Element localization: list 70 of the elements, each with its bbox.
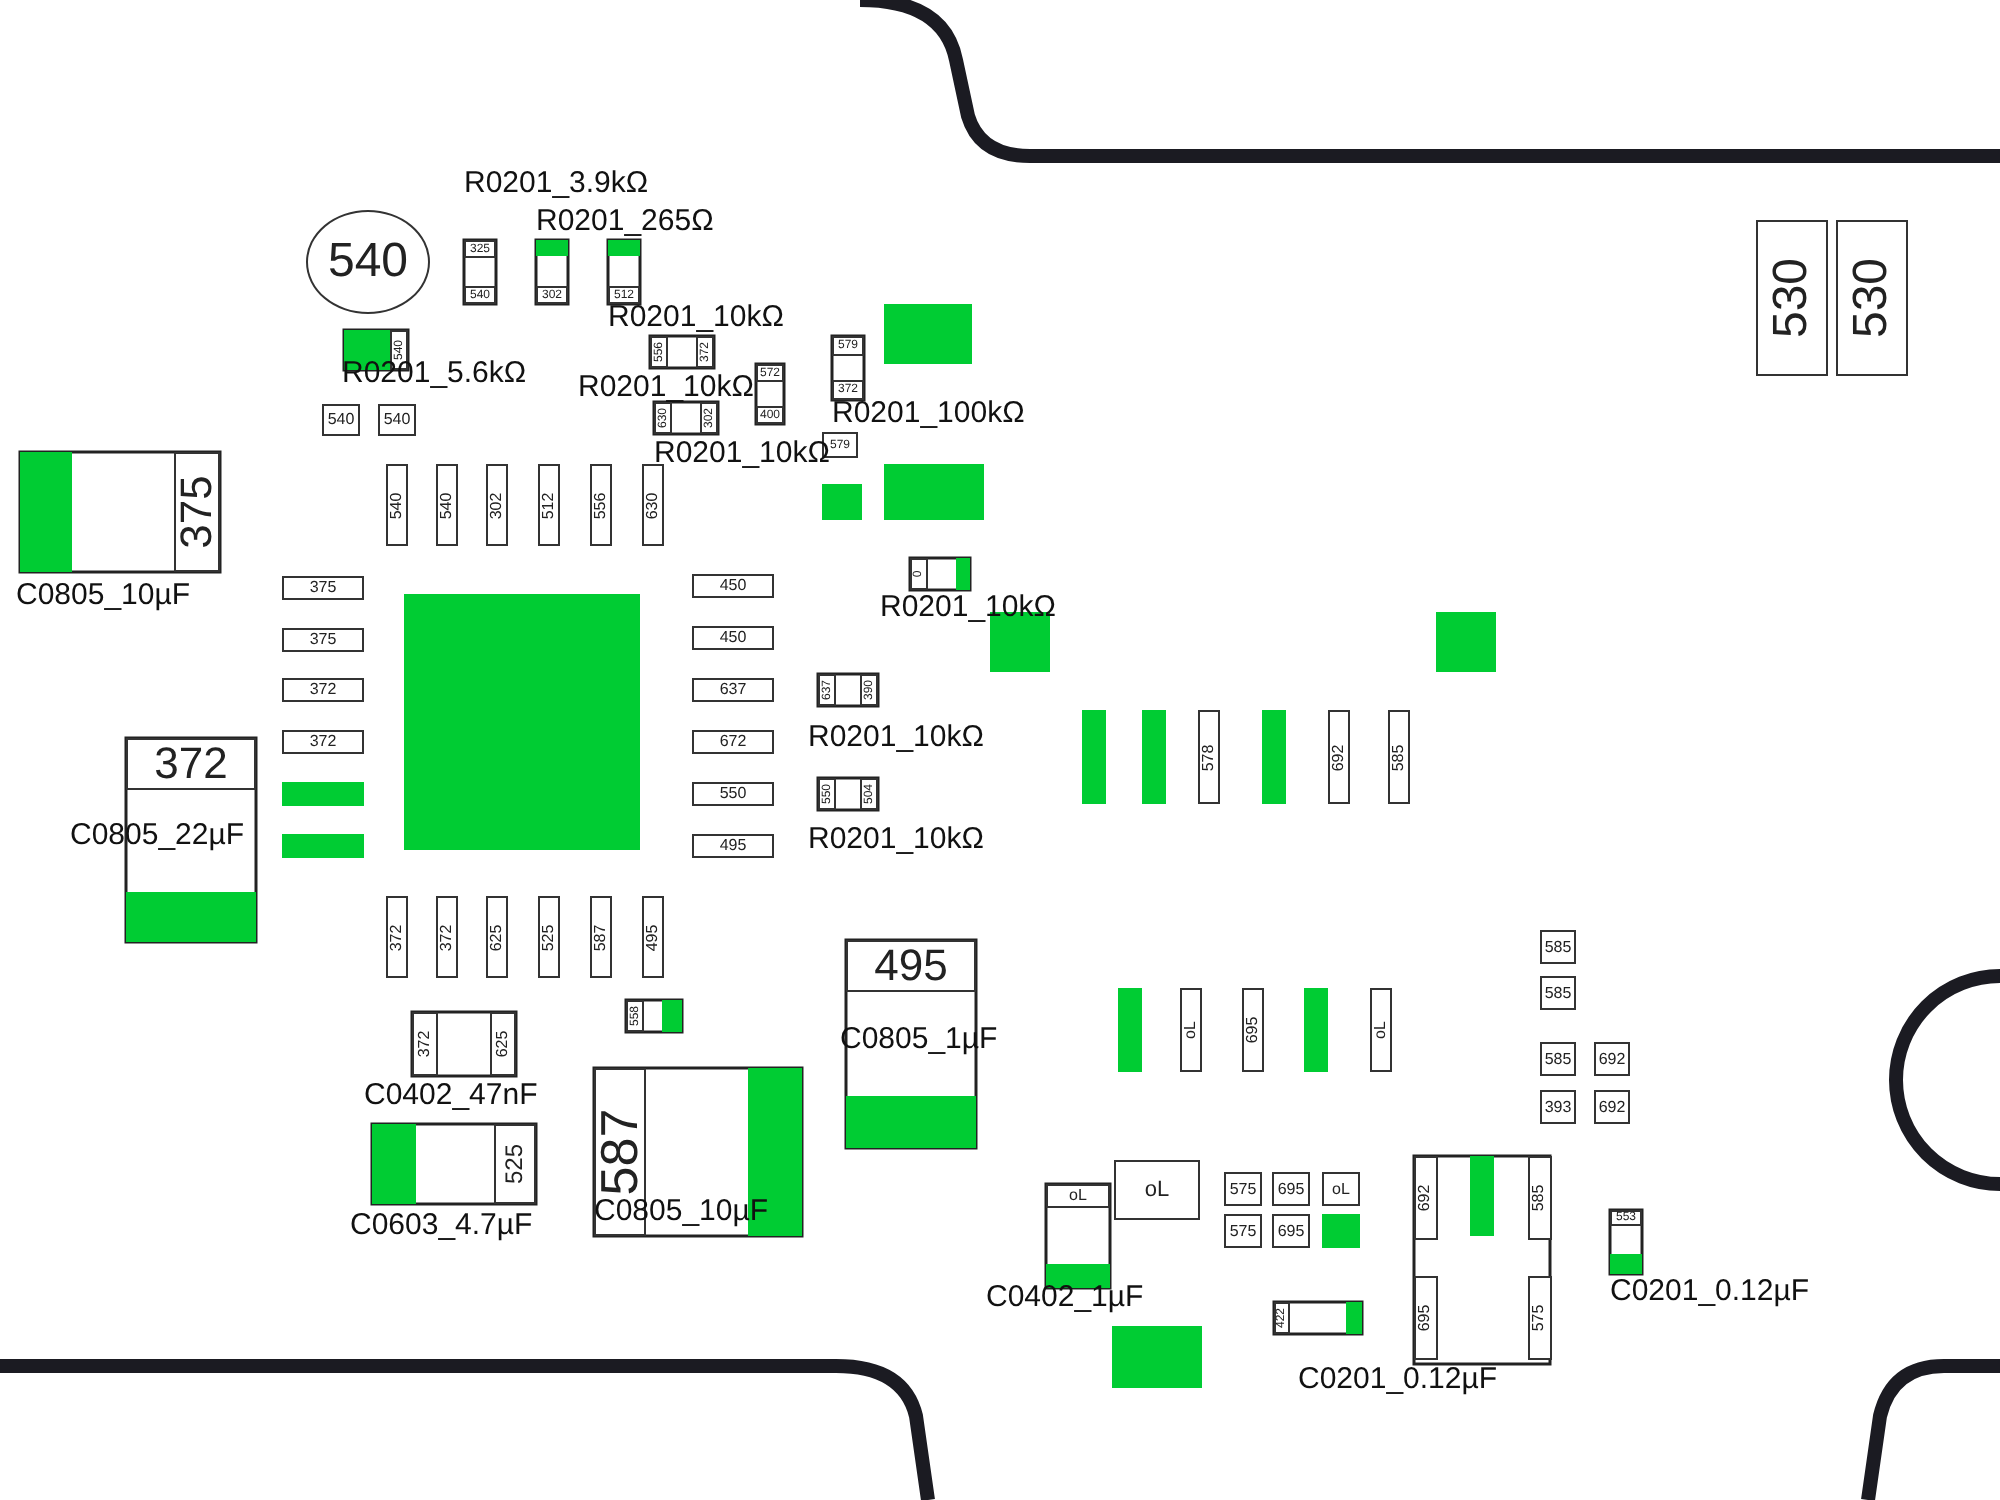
component-label: R0201_10kΩ bbox=[880, 592, 1056, 622]
component-pad: 495 bbox=[846, 940, 976, 992]
component-pad: 695 bbox=[1272, 1214, 1310, 1248]
component-pad: 695 bbox=[1272, 1172, 1310, 1206]
component-pad: 625 bbox=[486, 896, 508, 978]
component-pad: oL bbox=[1114, 1160, 1200, 1220]
component-pad: 393 bbox=[1540, 1090, 1576, 1124]
component-pad: 550 bbox=[692, 782, 774, 806]
component-pad: 375 bbox=[282, 628, 364, 652]
component-pad: 372 bbox=[282, 730, 364, 754]
component-pad: 637 bbox=[692, 678, 774, 702]
component-pad: 540 bbox=[386, 464, 408, 546]
component-pad: 372 bbox=[386, 896, 408, 978]
component-label: C0603_4.7µF bbox=[350, 1210, 533, 1240]
component-label: C0201_0.12µF bbox=[1298, 1364, 1498, 1394]
component-label: R0201_100kΩ bbox=[832, 398, 1025, 428]
component-pad: 585 bbox=[1540, 1042, 1576, 1076]
component-pad: 512 bbox=[538, 464, 560, 546]
component-pad: 302 bbox=[486, 464, 508, 546]
component-label: R0201_3.9kΩ bbox=[464, 168, 649, 198]
component-pad: 575 bbox=[1224, 1214, 1262, 1248]
component-pad: 692 bbox=[1594, 1042, 1630, 1076]
component-pad: 587 bbox=[590, 896, 612, 978]
component-pad: 540 bbox=[378, 404, 416, 436]
component-pad: oL bbox=[1370, 988, 1392, 1072]
component-pad: 372 bbox=[436, 896, 458, 978]
component-pad: 692 bbox=[1328, 710, 1350, 804]
component-pad: 556 bbox=[590, 464, 612, 546]
component-pad: 525 bbox=[538, 896, 560, 978]
component-pad: 450 bbox=[692, 626, 774, 650]
component-label: C0805_10µF bbox=[16, 580, 191, 610]
component-pad: 540 bbox=[322, 404, 360, 436]
component-pad: 695 bbox=[1414, 1276, 1438, 1360]
circular-pad: 540 bbox=[306, 210, 430, 314]
component-pad: oL bbox=[1322, 1172, 1360, 1206]
component-pad: 372 bbox=[282, 678, 364, 702]
component-pad: 585 bbox=[1540, 930, 1576, 964]
component-pad: oL bbox=[1046, 1184, 1110, 1208]
component-pad: 575 bbox=[1528, 1276, 1552, 1360]
component-pad: 585 bbox=[1388, 710, 1410, 804]
component-pad: 585 bbox=[1540, 976, 1576, 1010]
component-pad: 630 bbox=[642, 464, 664, 546]
component-label: R0201_10kΩ bbox=[808, 824, 984, 854]
component-pad: 530 bbox=[1756, 220, 1828, 376]
component-pad: 525 bbox=[494, 1124, 536, 1204]
component-label: C0402_1µF bbox=[986, 1282, 1144, 1312]
component-pad: oL bbox=[1180, 988, 1202, 1072]
component-pad: 578 bbox=[1198, 710, 1220, 804]
component-pad: 372 bbox=[412, 1012, 438, 1076]
component-label: R0201_10kΩ bbox=[578, 372, 754, 402]
component-pad: 575 bbox=[1224, 1172, 1262, 1206]
component-label: R0201_265Ω bbox=[536, 206, 714, 236]
component-pad: 530 bbox=[1836, 220, 1908, 376]
component-pad: 495 bbox=[642, 896, 664, 978]
component-pad: 695 bbox=[1242, 988, 1264, 1072]
component-pad: 585 bbox=[1528, 1156, 1552, 1240]
component-pad: 540 bbox=[436, 464, 458, 546]
component-pad: 692 bbox=[1594, 1090, 1630, 1124]
component-label: C0402_47nF bbox=[364, 1080, 538, 1110]
component-label: R0201_10kΩ bbox=[608, 302, 784, 332]
component-pad: 672 bbox=[692, 730, 774, 754]
component-label: R0201_10kΩ bbox=[808, 722, 984, 752]
component-pad: 375 bbox=[282, 576, 364, 600]
component-pad: 692 bbox=[1414, 1156, 1438, 1240]
component-pad: 495 bbox=[692, 834, 774, 858]
component-pad: 375 bbox=[174, 452, 220, 572]
component-pad: 625 bbox=[490, 1012, 516, 1076]
component-pad: 450 bbox=[692, 574, 774, 598]
component-pad: 372 bbox=[126, 738, 256, 790]
component-label: C0201_0.12µF bbox=[1610, 1276, 1810, 1306]
